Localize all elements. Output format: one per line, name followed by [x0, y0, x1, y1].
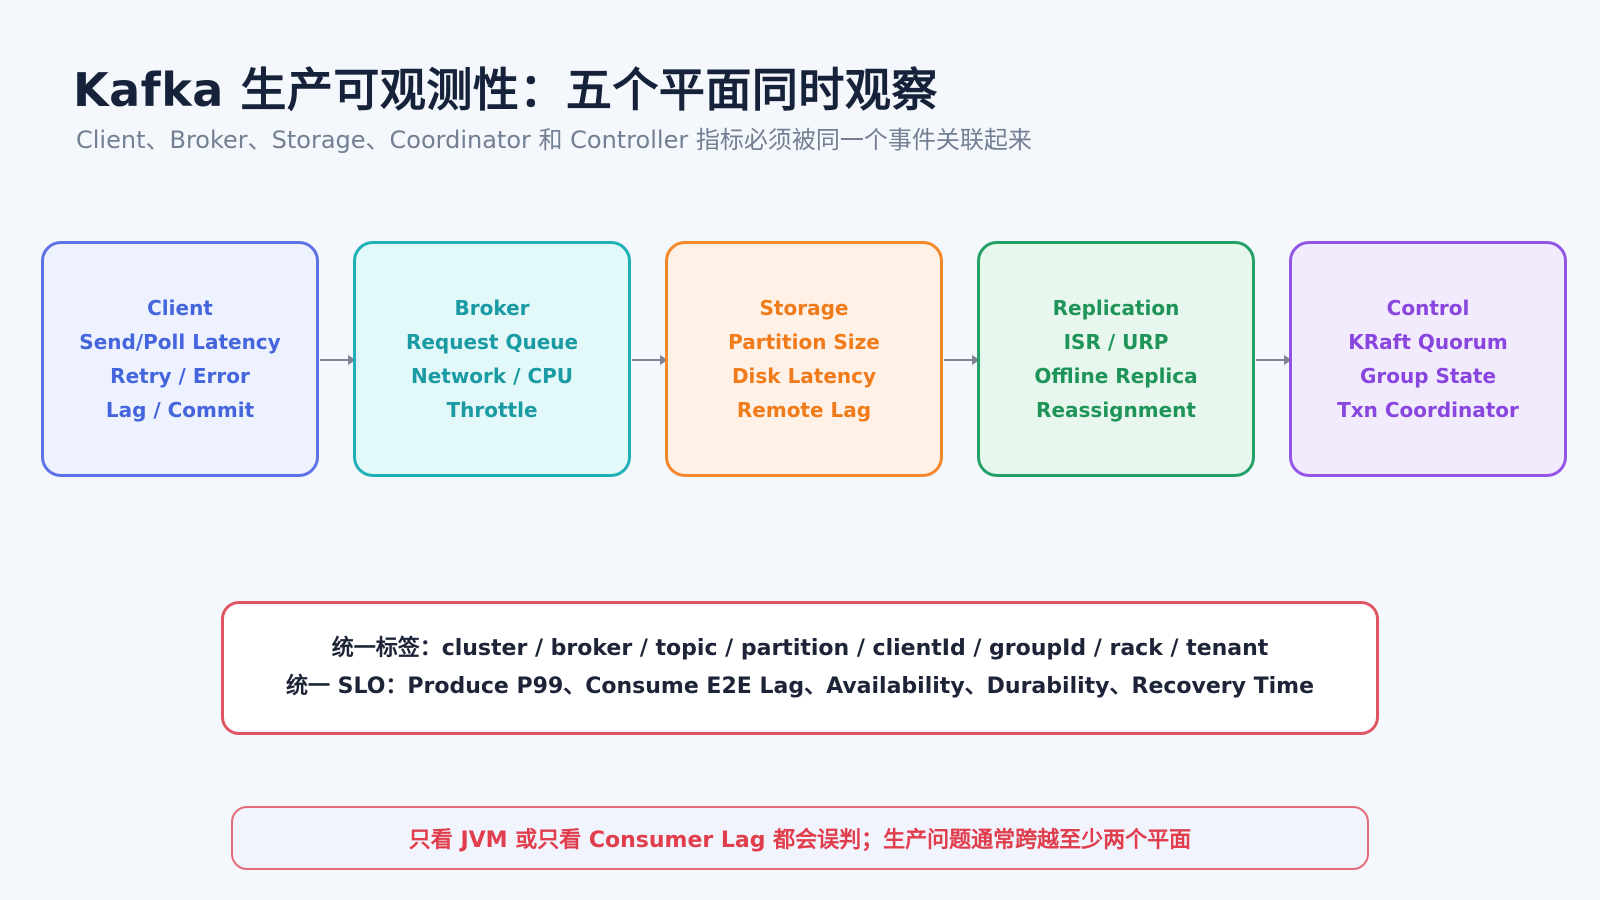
replication-metric: Offline Replica	[1034, 364, 1198, 388]
replication-plane-box: Replication ISR / URP Offline Replica Re…	[977, 241, 1255, 477]
storage-plane-box: Storage Partition Size Disk Latency Remo…	[665, 241, 943, 477]
control-plane-box: Control KRaft Quorum Group State Txn Coo…	[1289, 241, 1567, 477]
client-plane-title: Client	[147, 296, 213, 320]
warning-text: 只看 JVM 或只看 Consumer Lag 都会误判；生产问题通常跨越至少两…	[408, 828, 1192, 853]
broker-metric: Network / CPU	[410, 364, 574, 388]
storage-metric: Remote Lag	[736, 398, 872, 422]
storage-metric: Partition Size	[728, 330, 880, 354]
page-subtitle: Client、Broker、Storage、Coordinator 和 Cont…	[76, 126, 1032, 154]
warning-box: 只看 JVM 或只看 Consumer Lag 都会误判；生产问题通常跨越至少两…	[231, 806, 1369, 870]
storage-metric: Disk Latency	[731, 364, 877, 388]
flow-arrow	[1256, 355, 1292, 365]
client-metric: Lag / Commit	[105, 398, 255, 422]
control-metric: Group State	[1359, 364, 1497, 388]
client-plane-box: Client Send/Poll Latency Retry / Error L…	[41, 241, 319, 477]
unified-labels-text: 统一标签：cluster / broker / topic / partitio…	[331, 636, 1269, 661]
control-metric: KRaft Quorum	[1348, 330, 1508, 354]
client-metric: Send/Poll Latency	[79, 330, 281, 354]
broker-plane-title: Broker	[454, 296, 530, 320]
unified-slo-text: 统一 SLO：Produce P99、Consume E2E Lag、Avail…	[285, 674, 1315, 699]
control-plane-title: Control	[1386, 296, 1470, 320]
unified-labels-box: 统一标签：cluster / broker / topic / partitio…	[221, 601, 1379, 735]
control-metric: Txn Coordinator	[1337, 398, 1519, 422]
replication-metric: Reassignment	[1036, 398, 1196, 422]
broker-plane-box: Broker Request Queue Network / CPU Throt…	[353, 241, 631, 477]
flow-arrow	[320, 355, 356, 365]
broker-metric: Throttle	[446, 398, 538, 422]
replication-plane-title: Replication	[1052, 296, 1180, 320]
flow-arrow	[632, 355, 668, 365]
flow-arrow	[944, 355, 980, 365]
client-metric: Retry / Error	[110, 364, 250, 388]
storage-plane-title: Storage	[759, 296, 849, 320]
page-title: Kafka 生产可观测性：五个平面同时观察	[73, 63, 938, 117]
broker-metric: Request Queue	[405, 330, 579, 354]
replication-metric: ISR / URP	[1063, 330, 1169, 354]
